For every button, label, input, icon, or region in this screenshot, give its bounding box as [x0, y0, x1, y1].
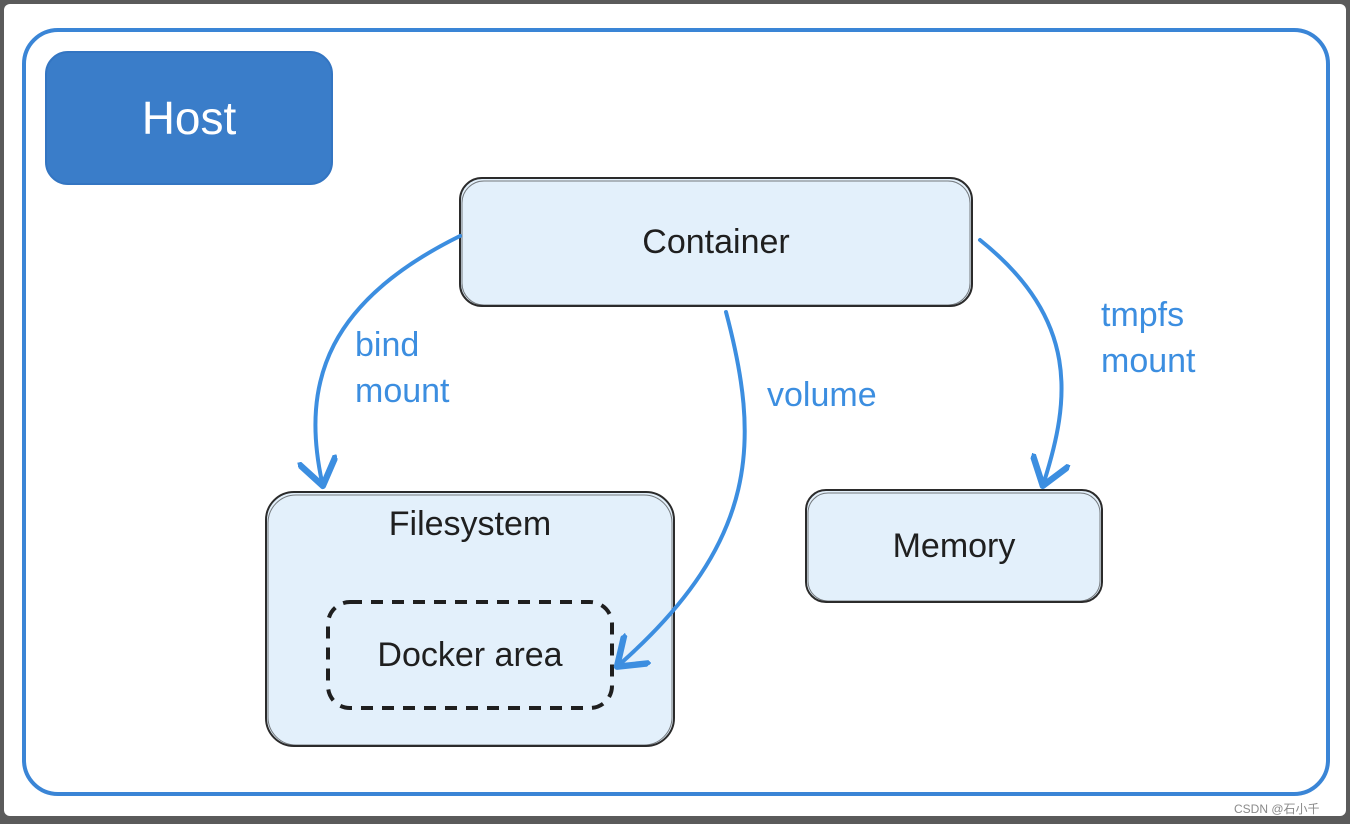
tmpfs-mount-label: tmpfs mount [1101, 292, 1196, 384]
filesystem-label: Filesystem [388, 504, 552, 543]
tmpfs-mount-arrow [978, 238, 1062, 482]
host-boundary [22, 28, 1330, 796]
bind-mount-label-line1: bind [355, 326, 420, 364]
host-title: Host [141, 92, 237, 144]
docker-area-label: Docker area [377, 635, 563, 674]
bind-mount-label-line2: mount [355, 372, 450, 410]
memory-label: Memory [892, 526, 1016, 565]
volume-arrow [620, 310, 747, 664]
watermark: CSDN @石小千 [1234, 802, 1320, 816]
host-title-box [45, 51, 333, 185]
memory-node [805, 489, 1103, 603]
tmpfs-mount-label-line2: mount [1101, 342, 1196, 380]
container-label: Container [642, 222, 790, 261]
bind-mount-label: bind mount [355, 322, 450, 414]
memory-node-sketch-stroke [807, 492, 1101, 602]
bind-mount-arrow [315, 234, 462, 482]
filesystem-node [265, 491, 675, 747]
container-node [459, 177, 973, 307]
tmpfs-mount-label-line1: tmpfs [1101, 296, 1185, 334]
volume-label: volume [767, 376, 877, 414]
container-node-sketch-stroke [461, 180, 971, 306]
docker-area-node [326, 600, 614, 710]
filesystem-node-sketch-stroke [267, 494, 673, 746]
